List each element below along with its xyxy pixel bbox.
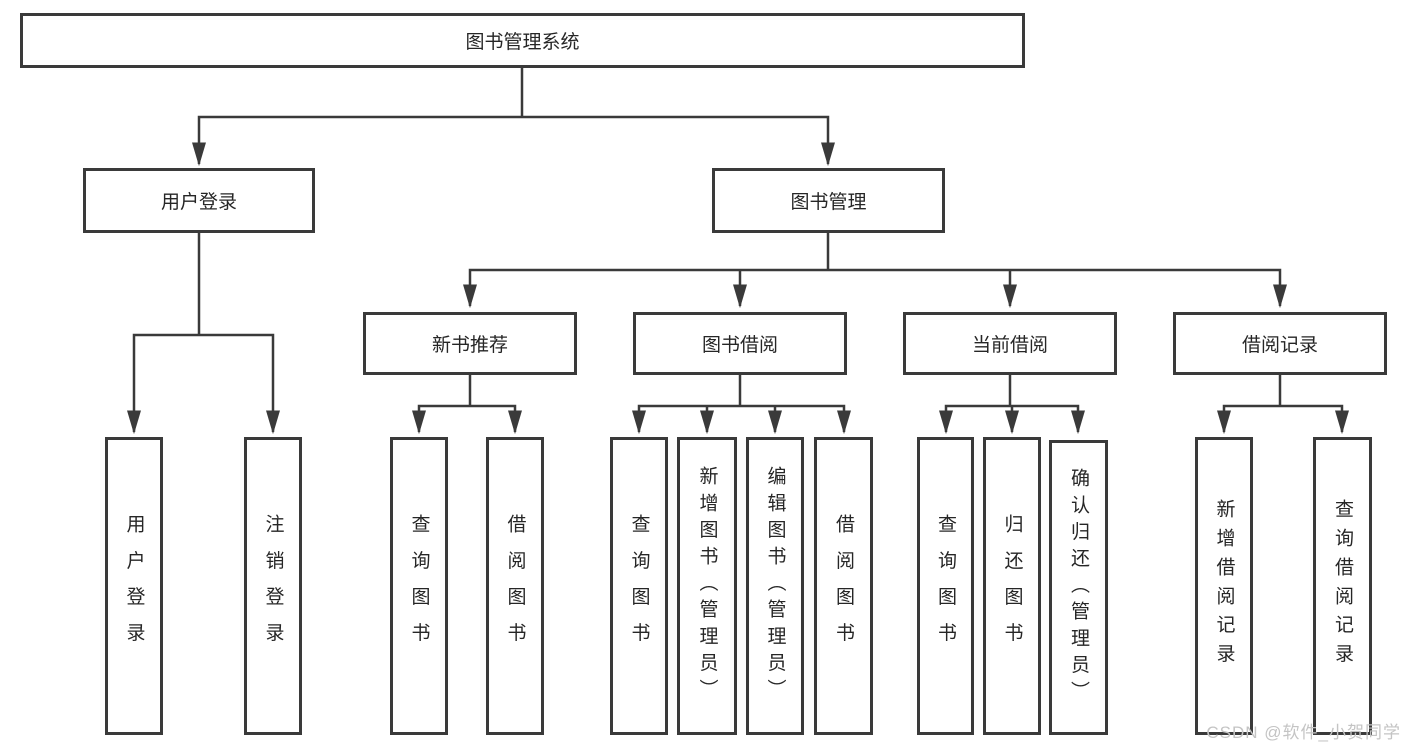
node-borrowing-records: 借阅记录 (1173, 312, 1387, 375)
leaf-borrow-borrow-books: 借阅图书 (814, 437, 873, 735)
node-user-login: 用户登录 (83, 168, 315, 233)
leaf-current-return-books: 归还图书 (983, 437, 1041, 735)
leaf-label: 新增借阅记录 (1213, 499, 1235, 673)
connector-user-login-children (127, 333, 280, 435)
connector-new-book-children (412, 404, 522, 435)
connector-records-children (1217, 404, 1349, 435)
leaf-label: 归还图书 (1001, 513, 1023, 659)
leaf-label: 确认归还（管理员） (1068, 467, 1089, 708)
node-label: 图书管理 (790, 192, 867, 213)
leaf-label: 查询图书 (408, 513, 430, 659)
node-library-management-system: 图书管理系统 (20, 13, 1025, 68)
leaf-label: 用户登录 (123, 513, 145, 659)
watermark: CSDN @软件_小贺同学 (1206, 723, 1401, 742)
connector-root-to-level2 (192, 115, 835, 167)
node-label: 借阅记录 (1241, 335, 1318, 356)
leaf-label: 新增图书（管理员） (696, 466, 718, 706)
node-label: 用户登录 (160, 192, 237, 213)
leaf-label: 查询借阅记录 (1332, 499, 1353, 673)
leaf-newbook-query-books: 查询图书 (390, 437, 448, 735)
node-book-borrowing: 图书借阅 (633, 312, 847, 375)
leaf-label: 编辑图书（管理员） (764, 466, 786, 706)
leaf-label: 注销登录 (262, 513, 284, 659)
leaf-label: 借阅图书 (833, 513, 854, 659)
leaf-borrow-edit-books-admin: 编辑图书（管理员） (746, 437, 804, 735)
leaf-label: 查询图书 (935, 513, 956, 659)
leaf-records-query-record: 查询借阅记录 (1313, 437, 1372, 735)
connector-level2-to-level3 (463, 268, 1287, 309)
connector-borrowing-children (632, 404, 851, 435)
leaf-newbook-borrow-books: 借阅图书 (486, 437, 544, 735)
leaf-records-add-record: 新增借阅记录 (1195, 437, 1253, 735)
leaf-label: 借阅图书 (504, 513, 526, 659)
node-label: 图书管理系统 (465, 32, 580, 53)
node-book-management: 图书管理 (712, 168, 945, 233)
node-label: 新书推荐 (431, 335, 508, 356)
leaf-current-query-books: 查询图书 (917, 437, 974, 735)
leaf-logout: 注销登录 (244, 437, 302, 735)
node-new-book-recommendation: 新书推荐 (363, 312, 577, 375)
leaf-borrow-add-books-admin: 新增图书（管理员） (677, 437, 737, 735)
node-label: 图书借阅 (701, 335, 778, 356)
leaf-borrow-query-books: 查询图书 (610, 437, 668, 735)
node-label: 当前借阅 (971, 335, 1048, 356)
leaf-user-login: 用户登录 (105, 437, 163, 735)
node-current-borrowing: 当前借阅 (903, 312, 1117, 375)
leaf-label: 查询图书 (628, 513, 650, 659)
leaf-current-confirm-return-admin: 确认归还（管理员） (1049, 440, 1108, 735)
